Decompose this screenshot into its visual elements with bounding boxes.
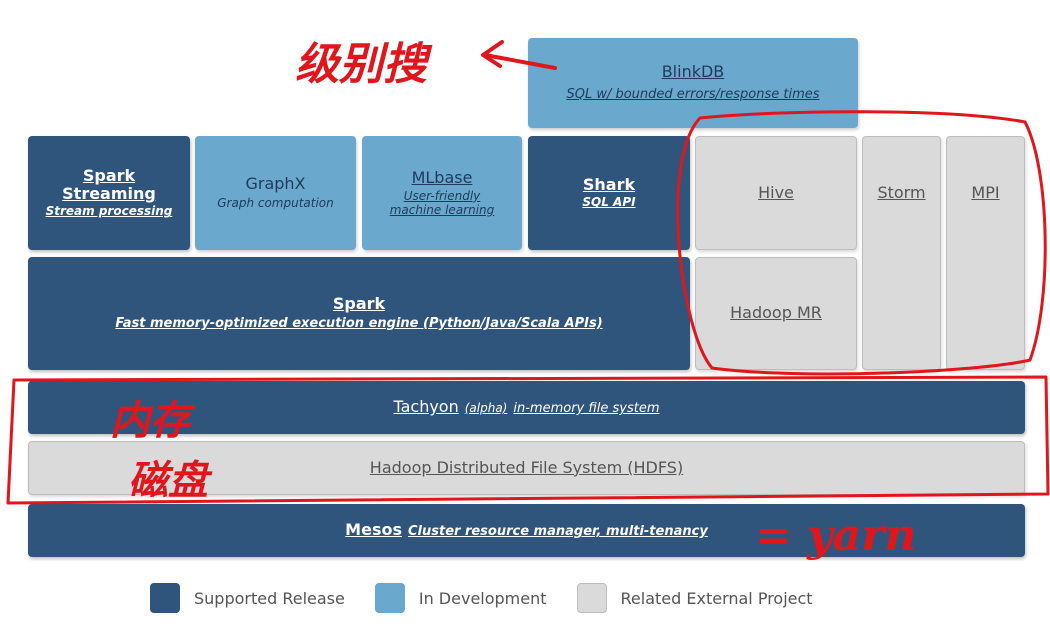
mlbase-title: MLbase [411,167,473,187]
legend-label-external: Related External Project [620,588,813,608]
shark-block: Shark SQL API [528,136,690,250]
mlbase-block: MLbase User-friendly machine learning [362,136,522,250]
legend-item-supported: Supported Release [150,583,345,613]
storm-block: Storm [862,136,941,370]
legend-label-supported: Supported Release [194,588,345,608]
annotation-arrowhead [481,40,504,68]
mesos-subtitle: Cluster resource manager, multi-tenancy [407,524,708,540]
spark-streaming-title-line2: Streaming [62,184,156,204]
mpi-block: MPI [946,136,1025,370]
shark-title: Shark [582,174,636,194]
graphx-subtitle: Graph computation [217,196,334,211]
legend-item-in-development: In Development [374,583,547,613]
graphx-block: GraphX Graph computation [195,136,356,250]
hdfs-title: Hadoop Distributed File System (HDFS) [369,457,684,477]
legend-label-in-development: In Development [418,588,547,608]
storm-title: Storm [877,182,926,202]
spark-streaming-subtitle: Stream processing [45,204,173,219]
mpi-title: MPI [971,182,1000,202]
annotation-memory-note: 内存 [110,397,190,444]
tachyon-alpha: (alpha) [464,401,508,416]
hive-block: Hive [695,136,857,250]
blinkdb-subtitle: SQL w/ bounded errors/response times [566,86,820,102]
spark-block: Spark Fast memory-optimized execution en… [28,257,690,370]
annotation-top-note: 级别搜 [295,39,427,90]
legend: Supported Release In Development Related… [150,580,890,616]
annotation-yarn-note: = yarn [755,510,917,561]
shark-subtitle: SQL API [582,195,636,210]
legend-item-external: Related External Project [576,583,813,613]
legend-swatch-external [576,583,607,613]
annotation-storage-note: 磁盘 [128,457,208,504]
tachyon-title: Tachyon [393,397,459,417]
graphx-title: GraphX [245,173,306,193]
blinkdb-block: BlinkDB SQL w/ bounded errors/response t… [528,38,858,128]
spark-title: Spark [332,294,386,314]
spark-streaming-block: Spark Streaming Stream processing [28,136,190,250]
spark-streaming-title-line1: Spark [82,165,136,185]
mlbase-subtitle-line1: User-friendly [403,188,481,203]
mlbase-subtitle-line2: machine learning [389,202,495,217]
legend-swatch-in-development [374,583,405,613]
legend-swatch-supported [150,583,180,613]
spark-subtitle: Fast memory-optimized execution engine (… [115,315,603,331]
mesos-title: Mesos [345,520,402,540]
hive-title: Hive [758,182,794,202]
tachyon-subtitle: in-memory file system [513,401,660,417]
blinkdb-title: BlinkDB [661,62,725,82]
mesos-block: Mesos Cluster resource manager, multi-te… [28,504,1025,557]
hadoop-mr-title: Hadoop MR [730,303,822,323]
hadoop-mr-block: Hadoop MR [695,257,857,370]
